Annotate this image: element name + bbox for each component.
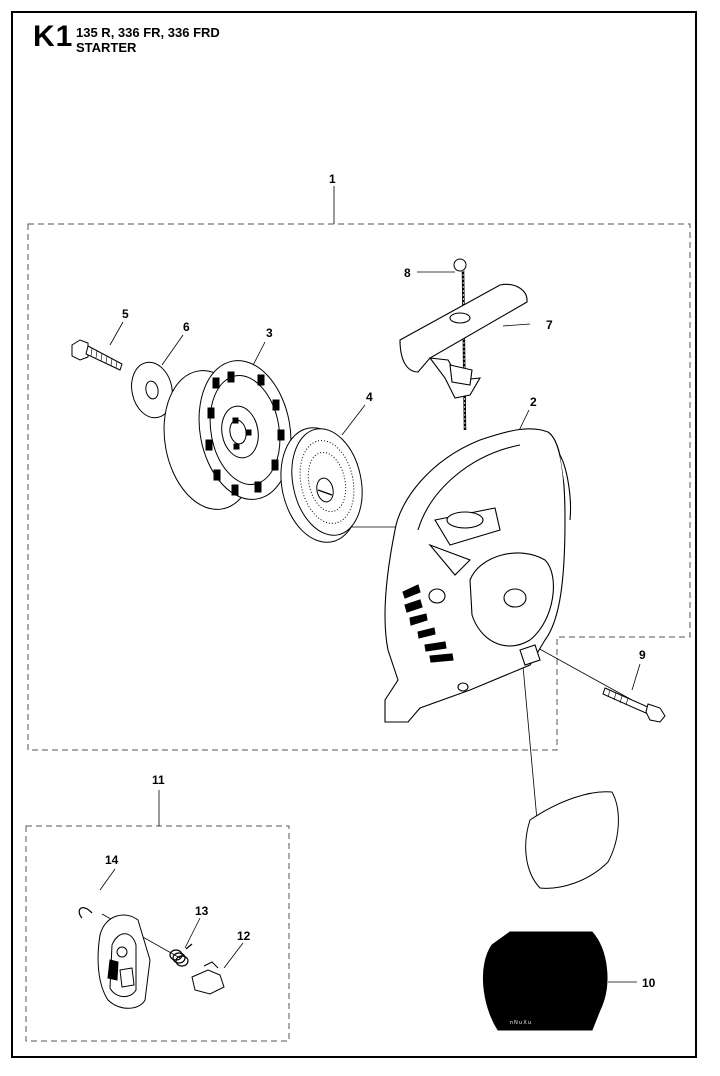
- center-screw: [71, 339, 123, 371]
- callout-8: 8: [404, 266, 411, 280]
- rope-pulley: [163, 360, 292, 510]
- callout-2: 2: [530, 395, 537, 409]
- callout-6: 6: [183, 320, 190, 334]
- callout-14: 14: [105, 853, 119, 867]
- callout-12: 12: [237, 929, 251, 943]
- decal-text: n N u X u: [510, 1020, 531, 1026]
- mounting-screw: [602, 687, 666, 723]
- group-box-starter: [27, 223, 691, 751]
- starter-housing: [384, 428, 572, 723]
- circlip: [78, 907, 93, 919]
- washer: [131, 361, 173, 419]
- callout-9: 9: [639, 648, 646, 662]
- page-title: STARTER: [76, 40, 137, 55]
- page-frame: [11, 11, 697, 1058]
- pawl: [191, 961, 225, 995]
- starter-handle: [399, 283, 528, 399]
- starter-rope: [453, 258, 467, 431]
- section-code: K1: [33, 20, 74, 53]
- pawl-spring: [169, 943, 193, 967]
- callout-10: 10: [642, 976, 656, 990]
- recoil-spring-cassette: [280, 427, 363, 543]
- callout-labels: 1 2 3 4 5 6 7 8 9 10 11 12 13 14: [105, 172, 656, 990]
- callout-4: 4: [366, 390, 373, 404]
- group-box-pawl: [25, 825, 290, 1042]
- model-list: 135 R, 336 FR, 336 FRD: [76, 25, 220, 40]
- callout-5: 5: [122, 307, 129, 321]
- callout-3: 3: [266, 326, 273, 340]
- callout-7: 7: [546, 318, 553, 332]
- decal: n N u X u: [482, 931, 608, 1031]
- callout-1: 1: [329, 172, 336, 186]
- callout-13: 13: [195, 904, 209, 918]
- callout-11: 11: [152, 773, 165, 787]
- pawl-housing: [97, 914, 151, 1009]
- decal-outline: [525, 791, 619, 889]
